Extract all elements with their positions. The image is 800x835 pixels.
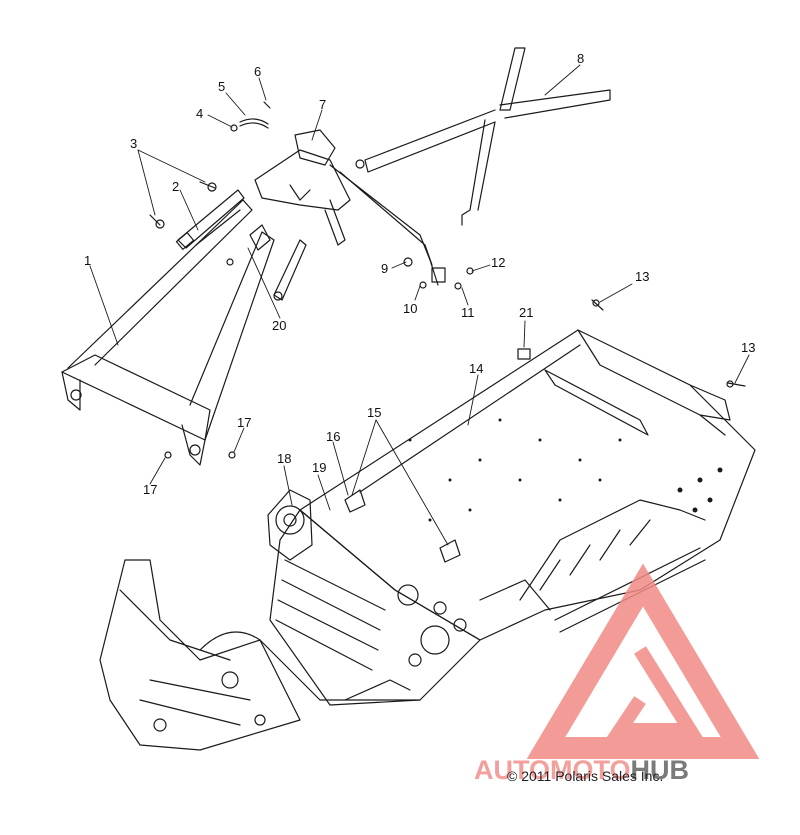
callout-15: 15 (367, 405, 382, 420)
part-8-tube-frame (329, 47, 611, 286)
watermark-brand-part2: HUB (630, 755, 690, 785)
part-21-bumper (517, 348, 531, 360)
callout-13-b: 13 (741, 340, 756, 355)
callout-16: 16 (326, 429, 341, 444)
part-2-strut (175, 189, 245, 250)
parts-9-12-hardware (403, 257, 474, 290)
callout-2: 2 (172, 179, 180, 194)
callout-8: 8 (577, 51, 585, 66)
callout-19: 19 (312, 460, 327, 475)
callout-5: 5 (218, 79, 226, 94)
leader-lines (89, 64, 750, 546)
callout-17-a: 17 (237, 415, 252, 430)
callout-6: 6 (254, 64, 262, 79)
part-15-16-bulkhead-hardware (267, 489, 461, 563)
part-13-bolts (591, 299, 746, 388)
callout-17-b: 17 (143, 482, 158, 497)
watermark-logo-icon (526, 563, 760, 759)
callout-3: 3 (130, 136, 138, 151)
copyright-text: © 2011 Polaris Sales Inc. (507, 768, 664, 784)
watermark-brand-part1: AUTOMOTO (474, 755, 631, 785)
callout-9: 9 (381, 261, 389, 276)
watermark-brand: AUTOMOTOHUB (474, 755, 689, 786)
callout-20: 20 (272, 318, 287, 333)
parts-4-5-6-hardware (230, 101, 271, 132)
part-19-bulkhead (269, 509, 481, 706)
part-14-tunnel (299, 329, 756, 641)
part-7-steering-bracket (254, 129, 351, 246)
callout-14: 14 (469, 361, 484, 376)
lower-front-chassis (99, 559, 421, 751)
callout-21: 21 (519, 305, 534, 320)
callout-10: 10 (403, 301, 418, 316)
callout-18: 18 (277, 451, 292, 466)
callout-7: 7 (319, 97, 327, 112)
callout-4: 4 (196, 106, 204, 121)
callout-11: 11 (461, 305, 475, 320)
callout-1: 1 (84, 253, 92, 268)
part-3-bolts (149, 181, 236, 459)
callout-13-a: 13 (635, 269, 650, 284)
callout-12: 12 (491, 255, 506, 270)
part-20-rods (195, 209, 307, 301)
